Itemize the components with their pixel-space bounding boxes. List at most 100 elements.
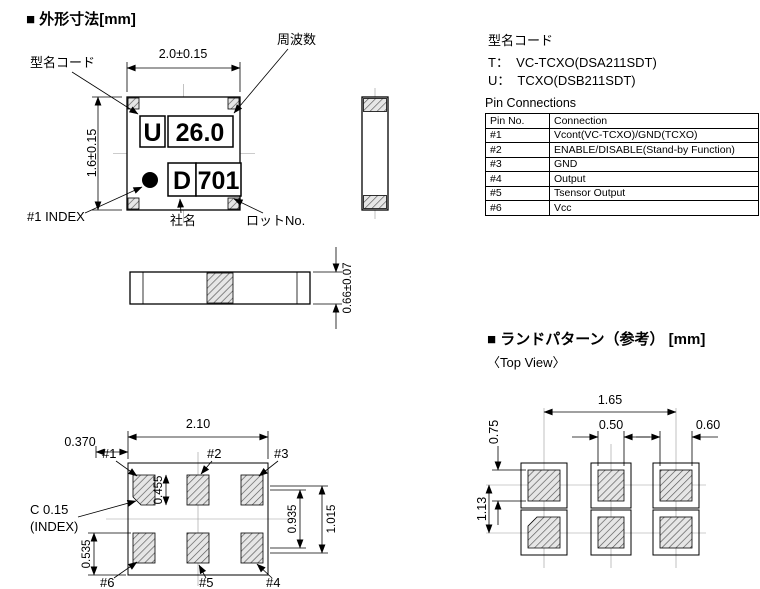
side-terminal [363, 195, 387, 209]
model-code-block: 型名コード T： VC-TCXO(DSA211SDT) U： TCXO(DSB2… [488, 30, 657, 90]
dim-thickness: 0.66±0.07 [342, 262, 354, 313]
chamfer-label: C 0.15 [30, 502, 68, 517]
package-side-view [361, 88, 389, 219]
land-outline [590, 462, 632, 509]
footprint-pad-4 [240, 532, 264, 564]
land-outline [652, 462, 700, 509]
land-pad-index [527, 516, 561, 549]
dim-land-pad-width-mid: 0.50 [599, 418, 623, 432]
land-outline [590, 509, 632, 556]
dim-footprint-width: 2.10 [186, 417, 210, 431]
corner-terminal [227, 197, 240, 210]
dim-pad-size: 0.455 [153, 476, 165, 505]
pin-table-title: Pin Connections [485, 96, 577, 110]
pin-connection: Vcc [549, 200, 759, 216]
package-bottom-view: 0.66±0.07 [129, 247, 354, 329]
pin-number: #6 [485, 200, 550, 216]
pin-number: #1 [485, 127, 550, 143]
dim-pad-offset-x: 0.370 [64, 435, 95, 449]
pin-row-2: #2 ENABLE/DISABLE(Stand-by Function) [485, 142, 759, 158]
pin-connection: Vcont(VC-TCXO)/GND(TCXO) [549, 127, 759, 143]
marking-company: D [173, 167, 191, 195]
dim-body-height: 1.6±0.15 [85, 129, 99, 178]
dim-span-outer: 1.015 [326, 505, 338, 534]
label-company: 社名 [170, 213, 196, 228]
pin-row-5: #5 Tsensor Output [485, 185, 759, 201]
dim-land-pad-width-right: 0.60 [696, 418, 720, 432]
model-code-line-u: U： TCXO(DSB211SDT) [488, 73, 636, 88]
land-outline [520, 462, 568, 509]
pin-number: #4 [485, 171, 550, 187]
pin-number: #2 [485, 142, 550, 158]
index-label: (INDEX) [30, 519, 78, 534]
footprint-pin2-label: #2 [207, 446, 221, 461]
land-pad [597, 469, 625, 502]
section-land-title: ■ ランドパターン（参考） [mm] [487, 331, 706, 348]
corner-terminal [127, 97, 140, 110]
dim-pad-offset-y: 0.535 [81, 540, 93, 569]
marking-box-frequency [167, 115, 234, 148]
pin-row-4: #4 Output [485, 171, 759, 187]
footprint-view: 2.10 0.370 #1 #2 #3 #6 #5 #4 0.455 C 0.1… [30, 417, 338, 589]
pin-connection: ENABLE/DISABLE(Stand-by Function) [549, 142, 759, 158]
label-model-code: 型名コード [30, 55, 95, 70]
land-outline [520, 509, 568, 556]
pin-number: #5 [485, 185, 550, 201]
footprint-pin5-label: #5 [199, 575, 213, 589]
marking-lot: 701 [198, 167, 240, 195]
pin-col-header: Pin No. [485, 113, 550, 129]
footprint-pad-1 [132, 474, 156, 506]
pin-connection: Output [549, 171, 759, 187]
footprint-pin6-label: #6 [100, 575, 114, 589]
label-index: #1 INDEX [27, 209, 85, 224]
marking-frequency: 26.0 [176, 119, 225, 147]
top-view-label: 〈Top View〉 [487, 355, 566, 370]
model-code-line-t: T： VC-TCXO(DSA211SDT) [488, 55, 657, 70]
footprint-pin4-label: #4 [266, 575, 280, 589]
marking-model-code: U [143, 119, 161, 147]
land-pad [659, 469, 693, 502]
dim-land-pitch-x: 1.65 [598, 393, 622, 407]
pin-connections-block: Pin Connections Pin No. Connection #1 Vc… [485, 96, 759, 216]
dim-land-pad-height: 0.75 [487, 420, 501, 444]
package-top-view: U 26.0 D 701 2.0±0.15 1.6±0.15 型名コード 周波数… [27, 32, 316, 228]
corner-terminal [127, 197, 140, 210]
side-body [361, 96, 389, 211]
bottom-terminal [206, 272, 234, 304]
pin-row-6: #6 Vcc [485, 200, 759, 216]
dim-body-width: 2.0±0.15 [159, 47, 208, 61]
label-lot: ロットNo. [246, 213, 305, 228]
land-pad [527, 469, 561, 502]
side-terminal [363, 98, 387, 112]
pin-table-header-row: Pin No. Connection [485, 113, 759, 129]
land-pattern-view: 1.65 0.50 0.60 0.75 1.13 [475, 393, 720, 568]
pin-row-1: #1 Vcont(VC-TCXO)/GND(TCXO) [485, 127, 759, 143]
label-frequency: 周波数 [277, 32, 316, 47]
pin-connection: GND [549, 156, 759, 172]
index-dot [142, 172, 158, 188]
footprint-pad-3 [240, 474, 264, 506]
dim-span-inner: 0.935 [287, 505, 299, 534]
footprint-pad-2 [186, 474, 210, 506]
footprint-pad-6 [132, 532, 156, 564]
land-pad [597, 516, 625, 549]
pin-number: #3 [485, 156, 550, 172]
model-code-title: 型名コード [488, 33, 554, 48]
pin-connection: Tsensor Output [549, 185, 759, 201]
section-outline-title: ■ 外形寸法[mm] [26, 11, 136, 28]
corner-terminal [227, 97, 240, 110]
land-outline [652, 509, 700, 556]
footprint-outline [127, 462, 269, 576]
dim-land-pitch-y: 1.13 [475, 497, 489, 521]
footprint-pin1-label: #1 [102, 446, 116, 461]
marking-box-company [167, 162, 197, 197]
marking-box-lot [195, 162, 242, 197]
marking-box-model [139, 115, 166, 148]
pin-table: Pin No. Connection #1 Vcont(VC-TCXO)/GND… [485, 113, 759, 216]
footprint-pin3-label: #3 [274, 446, 288, 461]
land-pad [659, 516, 693, 549]
footprint-pad-5 [186, 532, 210, 564]
pin-row-3: #3 GND [485, 156, 759, 172]
